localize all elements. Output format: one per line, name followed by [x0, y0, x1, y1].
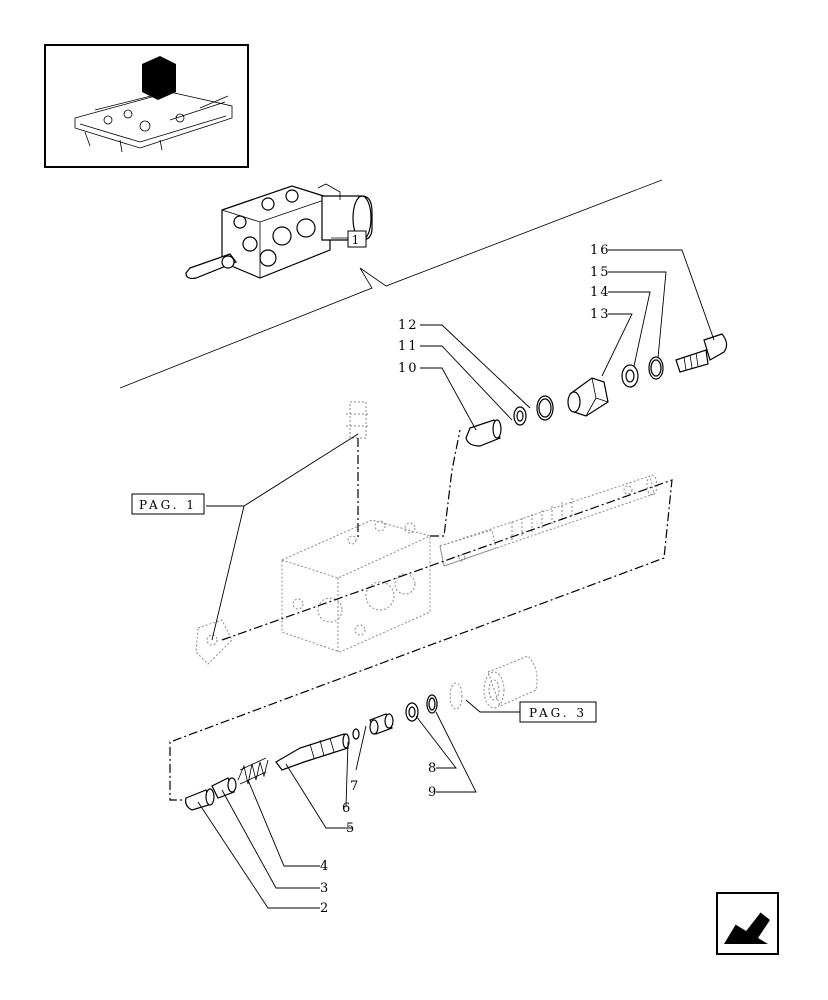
callout-16: 16: [590, 243, 611, 258]
center-line-upper-right: [430, 429, 461, 537]
valve-body-phantom: [195, 401, 431, 665]
part-13-nut[interactable]: [567, 377, 609, 417]
pag1-label: PAG. 1: [139, 498, 197, 512]
callout-2: 2: [320, 901, 330, 916]
pag3-label: PAG. 3: [529, 706, 587, 720]
callout-12: 12: [398, 318, 419, 333]
part-9-seal-ring[interactable]: [426, 694, 438, 714]
section-divider: [119, 179, 663, 389]
callout-9: 9: [428, 785, 438, 800]
next-page-arrow-icon[interactable]: [716, 892, 779, 955]
part-6-o-ring[interactable]: [352, 728, 360, 740]
callout-7: 7: [350, 779, 360, 794]
callout-8: 8: [428, 761, 438, 776]
callout-6: 6: [342, 801, 352, 816]
pag1-reference[interactable]: PAG. 1: [131, 493, 205, 515]
part-11-washer[interactable]: [513, 406, 527, 426]
group-reference-label: 1: [352, 233, 363, 247]
spool-phantom: [439, 474, 658, 567]
pag3-reference[interactable]: PAG. 3: [519, 701, 597, 723]
callout-3: 3: [320, 881, 330, 896]
callout-13: 13: [590, 307, 611, 322]
part-2-cap[interactable]: [185, 788, 215, 811]
valve-assembly-overview: [185, 183, 373, 280]
part-3-seat[interactable]: [211, 777, 237, 799]
callout-4: 4: [320, 859, 330, 874]
part-10-plug[interactable]: [465, 419, 502, 447]
part-5-poppet[interactable]: [275, 733, 350, 771]
leader-lines: [197, 249, 715, 909]
part-7-seat[interactable]: [369, 713, 394, 735]
part-14-washer[interactable]: [621, 364, 639, 388]
group-reference-box[interactable]: 1: [331, 230, 367, 248]
callout-15: 15: [590, 265, 611, 280]
center-line-main: [169, 479, 673, 801]
thumbnail-icon[interactable]: [44, 44, 249, 168]
callout-10: 10: [398, 361, 419, 376]
sleeve-phantom: [449, 655, 538, 710]
callout-14: 14: [590, 285, 611, 300]
part-16-screw[interactable]: [675, 333, 728, 373]
callout-5: 5: [346, 821, 356, 836]
part-12-seal-ring[interactable]: [536, 395, 554, 421]
part-15-seal-ring[interactable]: [648, 356, 664, 380]
callout-11: 11: [398, 339, 419, 354]
callout-labels: 16 15 14 13 12 11 10 8 9 7 6 5 4 3 2: [320, 243, 611, 916]
part-4-spring[interactable]: [237, 757, 269, 785]
part-8-washer[interactable]: [405, 702, 419, 722]
